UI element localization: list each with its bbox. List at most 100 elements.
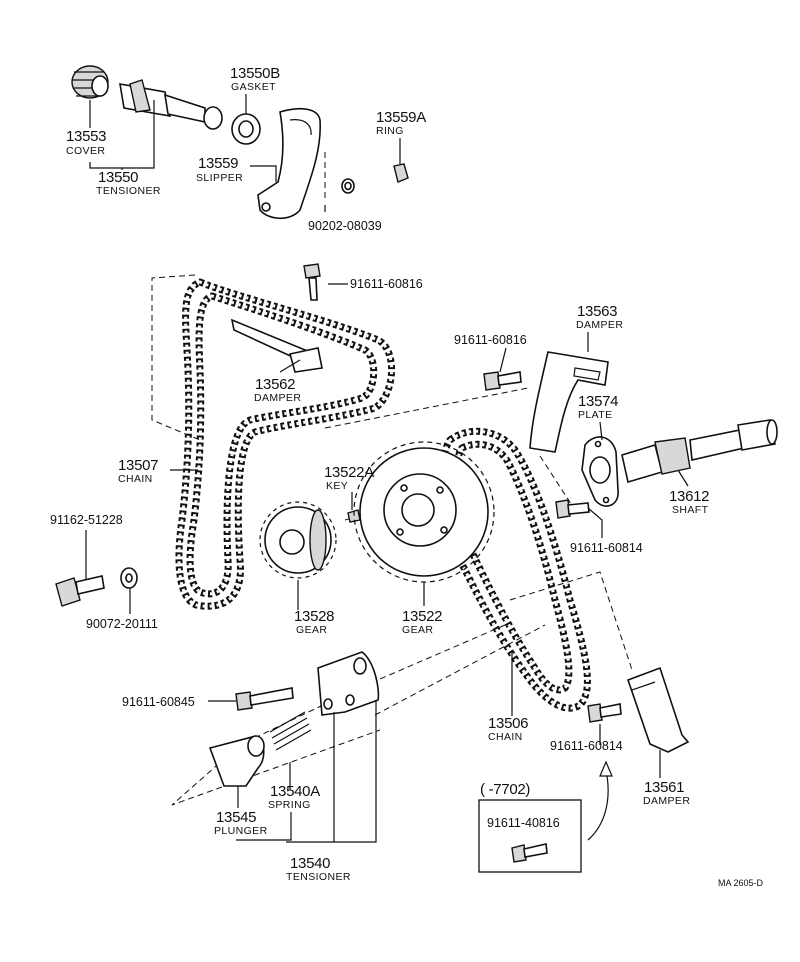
part-number: 13522A xyxy=(324,464,374,481)
leader-lines xyxy=(85,94,689,843)
cover-13553-drawing xyxy=(71,65,109,99)
label-13540A: 13540A SPRING xyxy=(268,783,321,811)
part-number: 91162-51228 xyxy=(50,513,123,527)
label-90072: 90072-20111 xyxy=(86,617,158,631)
bolt-91611-60845-drawing xyxy=(235,687,294,711)
part-number: 90202-08039 xyxy=(308,219,382,233)
label-91162: 91162-51228 xyxy=(50,513,123,527)
bolt-91611-60814-mid-drawing xyxy=(555,499,590,519)
label-13562: 13562 DAMPER xyxy=(254,376,301,404)
part-number: 13559 xyxy=(198,155,238,172)
part-number: 13540 xyxy=(290,855,330,872)
label-90202: 90202-08039 xyxy=(308,219,382,233)
part-number: 13561 xyxy=(644,779,684,796)
bolt-91611-60816-top-drawing xyxy=(303,263,321,301)
label-13506: 13506 CHAIN xyxy=(488,715,529,743)
part-number: 91611-60816 xyxy=(350,277,423,291)
part-name: DAMPER xyxy=(254,392,301,404)
part-name: PLUNGER xyxy=(214,825,268,837)
part-number: 13559A xyxy=(376,109,426,126)
part-number: 13507 xyxy=(118,457,158,474)
part-name: GEAR xyxy=(402,624,433,636)
label-13522: 13522 GEAR xyxy=(402,608,443,636)
spring-13540A-drawing xyxy=(269,711,312,751)
part-name: KEY xyxy=(326,480,348,492)
label-13574: 13574 PLATE xyxy=(578,393,619,421)
label-91611-60816-top: 91611-60816 xyxy=(350,277,423,291)
label-13559: 13559 SLIPPER xyxy=(196,155,243,184)
part-number: 91611-60816 xyxy=(454,333,527,347)
part-name: GASKET xyxy=(231,81,276,93)
chain-13507-drawing xyxy=(175,278,395,610)
part-name: SLIPPER xyxy=(196,172,243,184)
washer-90202-08039-drawing xyxy=(341,178,355,194)
part-name: COVER xyxy=(66,145,105,157)
label-13522A: 13522A KEY xyxy=(324,464,375,492)
part-number: 13550B xyxy=(230,65,280,82)
part-number: 13562 xyxy=(255,376,295,393)
part-name: CHAIN xyxy=(488,731,523,743)
label-13507: 13507 CHAIN xyxy=(118,457,159,485)
label-13561: 13561 DAMPER xyxy=(643,779,690,807)
part-number: 13612 xyxy=(669,488,709,505)
part-number: 13574 xyxy=(578,393,618,410)
label-13612: 13612 SHAFT xyxy=(669,488,710,516)
part-name: GEAR xyxy=(296,624,327,636)
label-91611-60814-lower: 91611-60814 xyxy=(550,739,623,753)
part-name: PLATE xyxy=(578,409,612,421)
gear-13522-drawing xyxy=(353,441,495,583)
washer-90072-20111-drawing xyxy=(120,567,138,589)
part-number: 13550 xyxy=(98,169,138,186)
part-number: 91611-60814 xyxy=(550,739,623,753)
label-13550: 13550 TENSIONER xyxy=(96,169,161,197)
part-name: RING xyxy=(376,125,404,137)
bolt-91611-60816-right-drawing xyxy=(483,371,522,391)
damper-13561-drawing xyxy=(626,666,690,753)
inset-labels: ( -7702) 91611-40816 xyxy=(480,781,560,830)
shaft-13612-drawing xyxy=(621,419,778,484)
label-13540: 13540 TENSIONER xyxy=(286,855,351,883)
part-number: 13506 xyxy=(488,715,528,732)
plunger-13545-drawing xyxy=(208,735,265,787)
part-name: DAMPER xyxy=(576,319,623,331)
part-name: SHAFT xyxy=(672,504,709,516)
label-91611-60816-right: 91611-60816 xyxy=(454,333,527,347)
part-number: 13528 xyxy=(294,608,334,625)
label-13563: 13563 DAMPER xyxy=(576,303,623,331)
part-name: CHAIN xyxy=(118,473,153,485)
plate-13574-drawing xyxy=(581,436,619,507)
inset-box xyxy=(478,799,582,873)
part-name: TENSIONER xyxy=(286,871,351,883)
label-13550B: 13550B GASKET xyxy=(230,65,281,93)
tensioner-13540-drawing xyxy=(317,651,380,716)
label-13545: 13545 PLUNGER xyxy=(214,809,268,837)
label-13553: 13553 COVER xyxy=(66,128,107,157)
label-13559A: 13559A RING xyxy=(376,109,427,137)
inset-part-number: 91611-40816 xyxy=(487,816,560,830)
part-number: 13540A xyxy=(270,783,320,800)
ring-13559A-drawing xyxy=(393,163,409,183)
part-name: TENSIONER xyxy=(96,185,161,197)
part-name: SPRING xyxy=(268,799,311,811)
part-number: 91611-60845 xyxy=(122,695,195,709)
gear-13528-drawing xyxy=(259,501,337,579)
bolt-91162-51228-drawing xyxy=(55,575,105,607)
part-name: DAMPER xyxy=(643,795,690,807)
part-number: 13545 xyxy=(216,809,256,826)
damper-13563-drawing xyxy=(529,351,609,453)
label-13528: 13528 GEAR xyxy=(294,608,335,636)
tensioner-13550-drawing xyxy=(119,79,223,130)
inset-range: ( -7702) xyxy=(480,781,530,798)
gasket-13550B-drawing xyxy=(231,113,261,145)
reference-arrow xyxy=(587,760,613,841)
drawing-code: MA 2605-D xyxy=(718,878,764,888)
damper-13562-drawing xyxy=(230,318,323,373)
part-number: 13522 xyxy=(402,608,442,625)
bolt-91611-60814-lower-drawing xyxy=(587,703,622,723)
part-number: 91611-60814 xyxy=(570,541,643,555)
label-91611-60814-mid: 91611-60814 xyxy=(570,541,643,555)
slipper-13559-drawing xyxy=(257,107,321,220)
part-number: 13563 xyxy=(577,303,617,320)
